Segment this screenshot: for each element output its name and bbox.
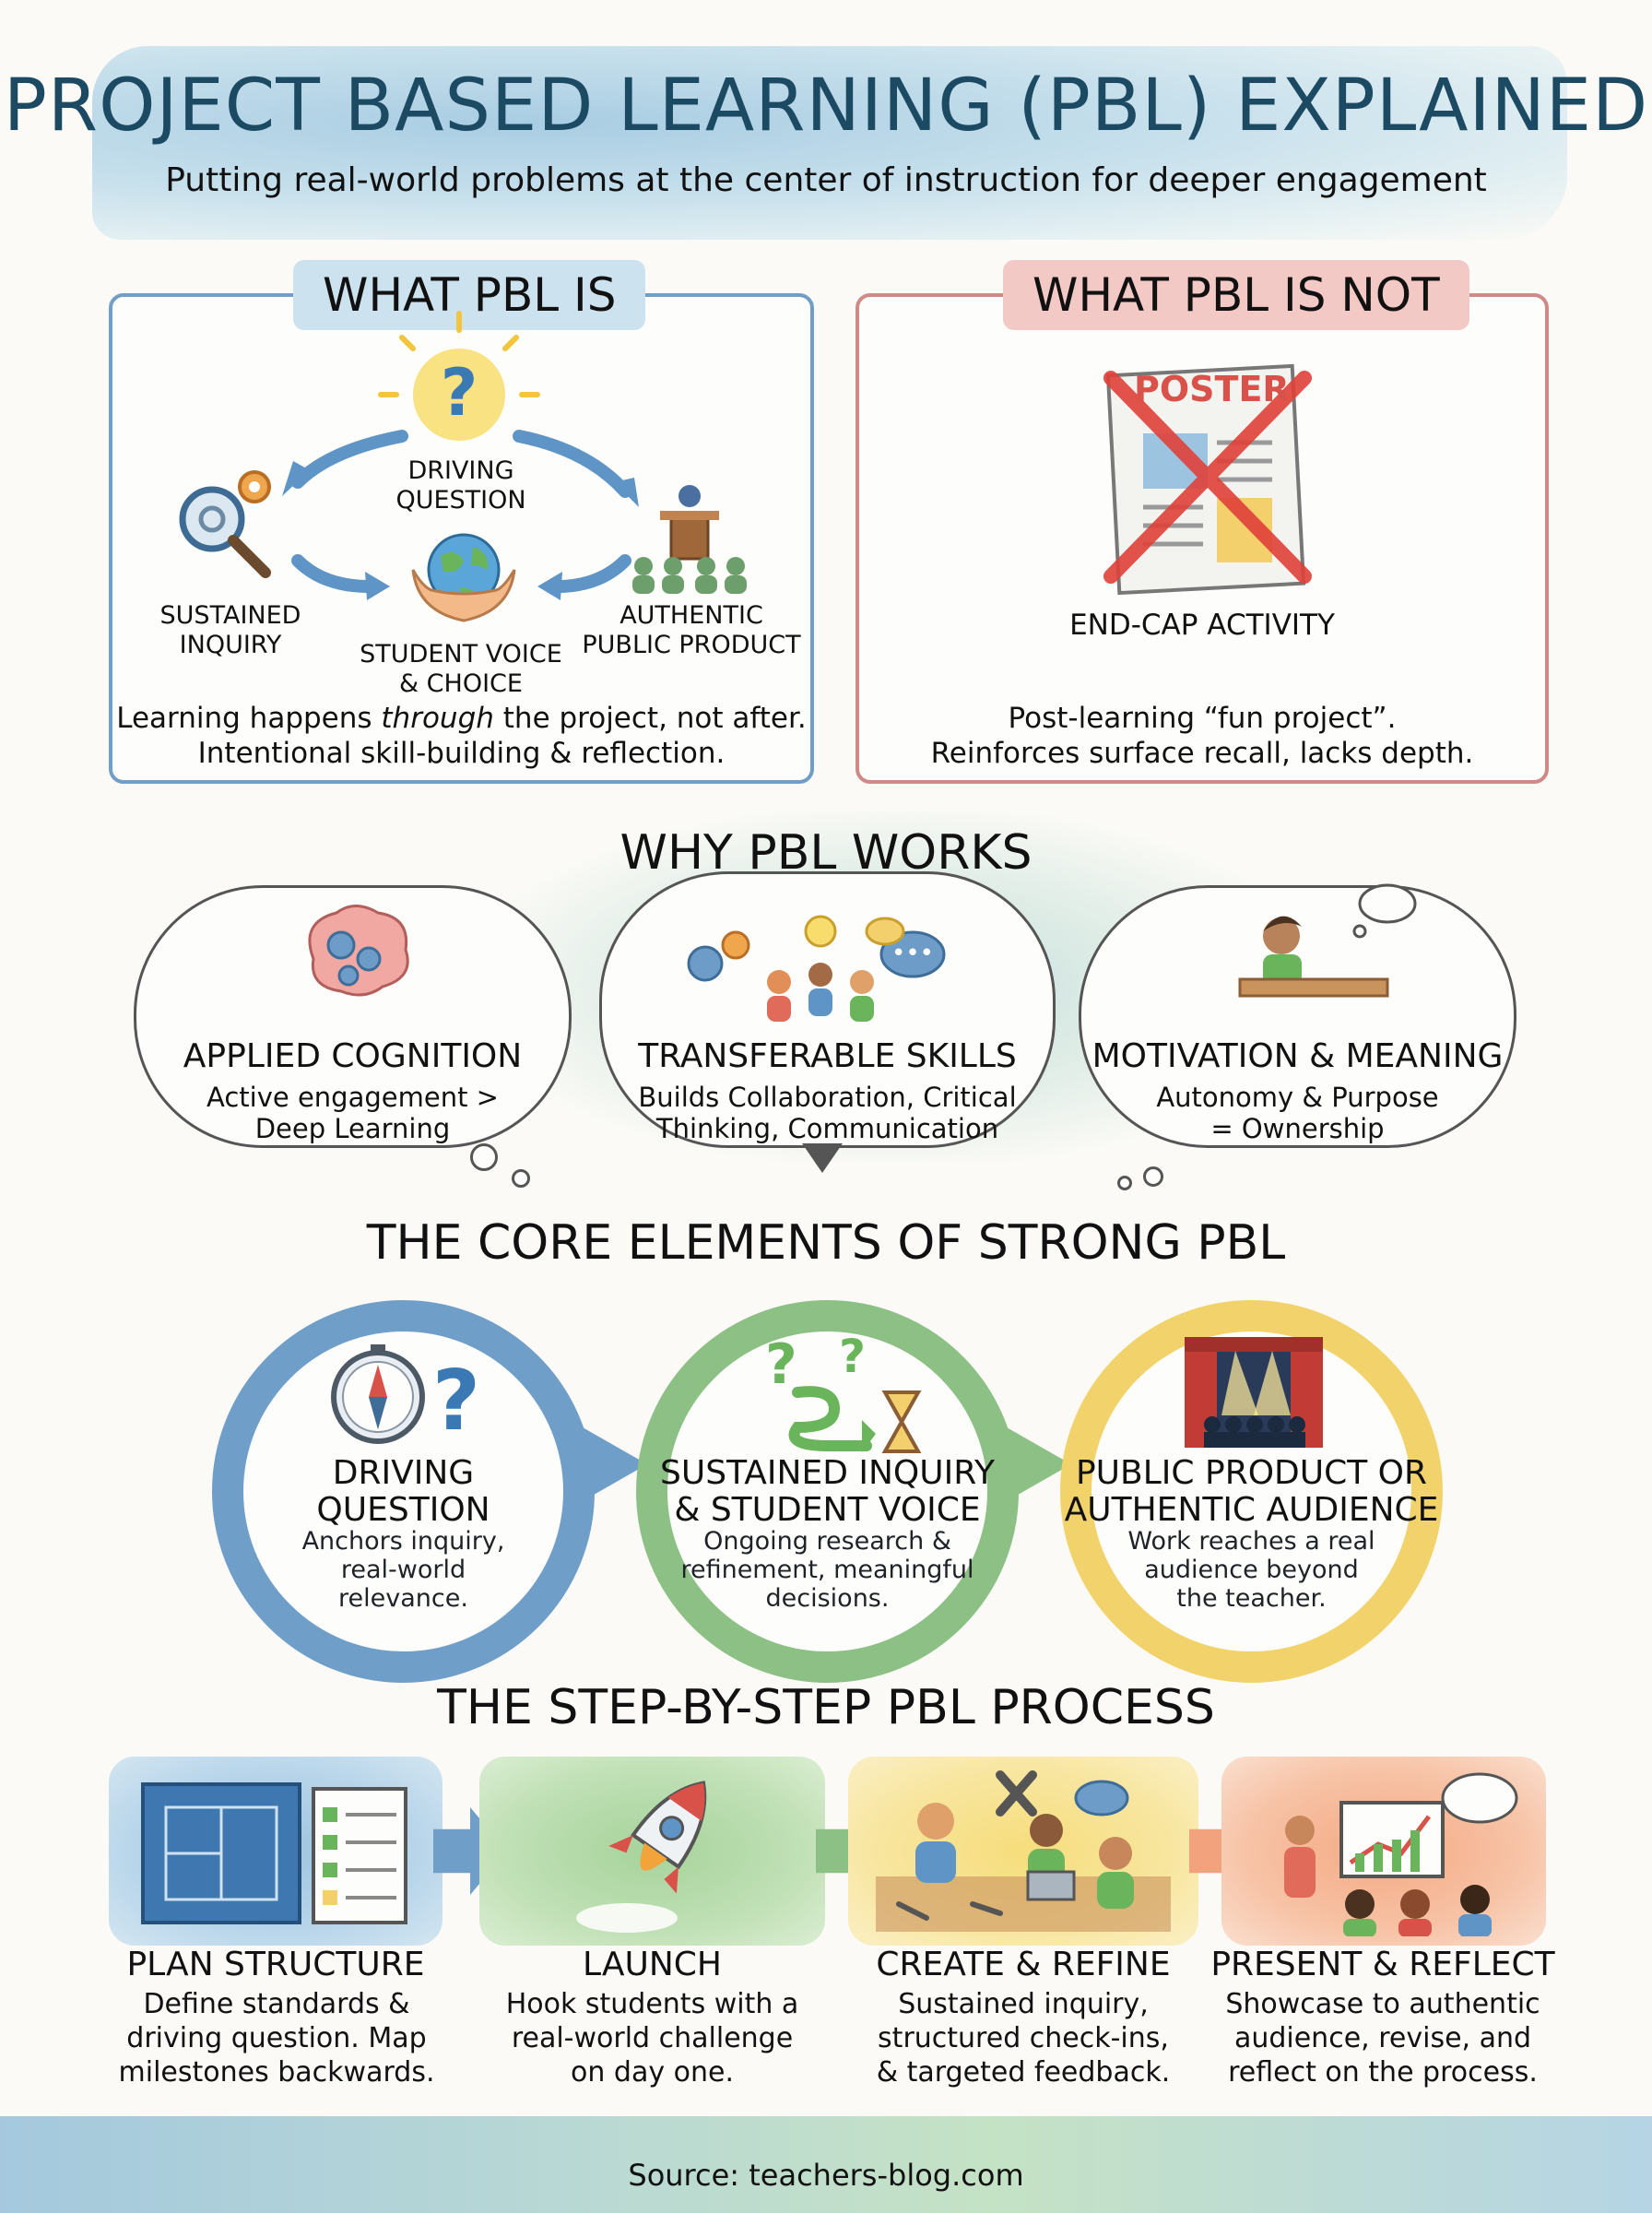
launch-title: LAUNCH [583,1946,722,1983]
blueprint-checklist-icon [141,1782,407,1924]
thought-bubble-dot [470,1143,498,1171]
svg-text:?: ? [441,355,478,431]
magnifier-gear-icon [179,470,271,578]
svg-text:?: ? [432,1353,480,1450]
applied-cognition-title: APPLIED COGNITION [183,1037,523,1075]
team-workshop-icon [876,1770,1171,1932]
transferable-skills-title: TRANSFERABLE SKILLS [638,1037,1017,1075]
path-hourglass-icon: ? ? [765,1330,922,1453]
compass-question-icon: ? [331,1344,480,1450]
motivation-meaning-desc: Autonomy & Purpose= Ownership [1156,1082,1439,1144]
what-pbl-is-not-heading: WHAT PBL IS NOT [1003,260,1469,330]
thought-bubble-dot [1143,1166,1163,1187]
collaboration-icon: ••• [687,915,946,1022]
svg-text:?: ? [765,1332,797,1397]
core-inquiry-desc: Ongoing research &refinement, meaningful… [680,1527,974,1613]
page-subtitle: Putting real-world problems at the cente… [165,161,1487,199]
core-inquiry-title: SUSTAINED INQUIRY& STUDENT VOICE [660,1454,995,1529]
lightbulb-question-icon: ? [378,311,540,441]
thinking-student-icon [1238,883,1417,998]
page-title: PROJECT BASED LEARNING (PBL) EXPLAINED [3,65,1649,148]
plan-structure-title: PLAN STRUCTURE [126,1946,425,1983]
what-is-summary: Learning happens through the project, no… [116,702,807,770]
core-elements-heading: THE CORE ELEMENTS OF STRONG PBL [366,1215,1286,1271]
header-banner [92,46,1567,240]
poster-label: POSTER [1134,369,1290,409]
speech-tail [802,1143,843,1173]
rocket-icon [576,1781,707,1933]
end-cap-caption: END-CAP ACTIVITY [1069,609,1335,642]
process-heading: THE STEP-BY-STEP PBL PROCESS [437,1680,1215,1735]
svg-text:•••: ••• [891,940,934,967]
what-not-summary: Post-learning “fun project”. Reinforces … [930,702,1474,770]
footer-wash [0,2116,1652,2213]
student-voice-label: STUDENT VOICE& CHOICE [360,640,562,698]
brain-gears-icon [308,905,409,997]
presentation-audience-icon [1284,1772,1518,1936]
svg-text:?: ? [839,1330,866,1383]
pbl-cycle-illustration: ? [179,311,747,622]
globe-hands-icon [411,533,516,622]
create-refine-title: CREATE & REFINE [876,1946,1171,1983]
applied-cognition-desc: Active engagement >Deep Learning [206,1082,499,1144]
present-reflect-title: PRESENT & REFLECT [1210,1946,1555,1983]
create-refine-desc: Sustained inquiry,structured check-ins,&… [876,1988,1171,2089]
what-pbl-is-heading: WHAT PBL IS [293,260,646,330]
thought-bubble-dot [1117,1176,1132,1190]
crossed-poster-icon [1103,363,1312,596]
thought-bubble-dot [512,1169,530,1188]
stage-audience-icon [1185,1337,1323,1448]
motivation-meaning-title: MOTIVATION & MEANING [1092,1037,1504,1075]
podium-audience-icon [632,485,747,594]
source-credit: Source: teachers-blog.com [628,2158,1024,2193]
